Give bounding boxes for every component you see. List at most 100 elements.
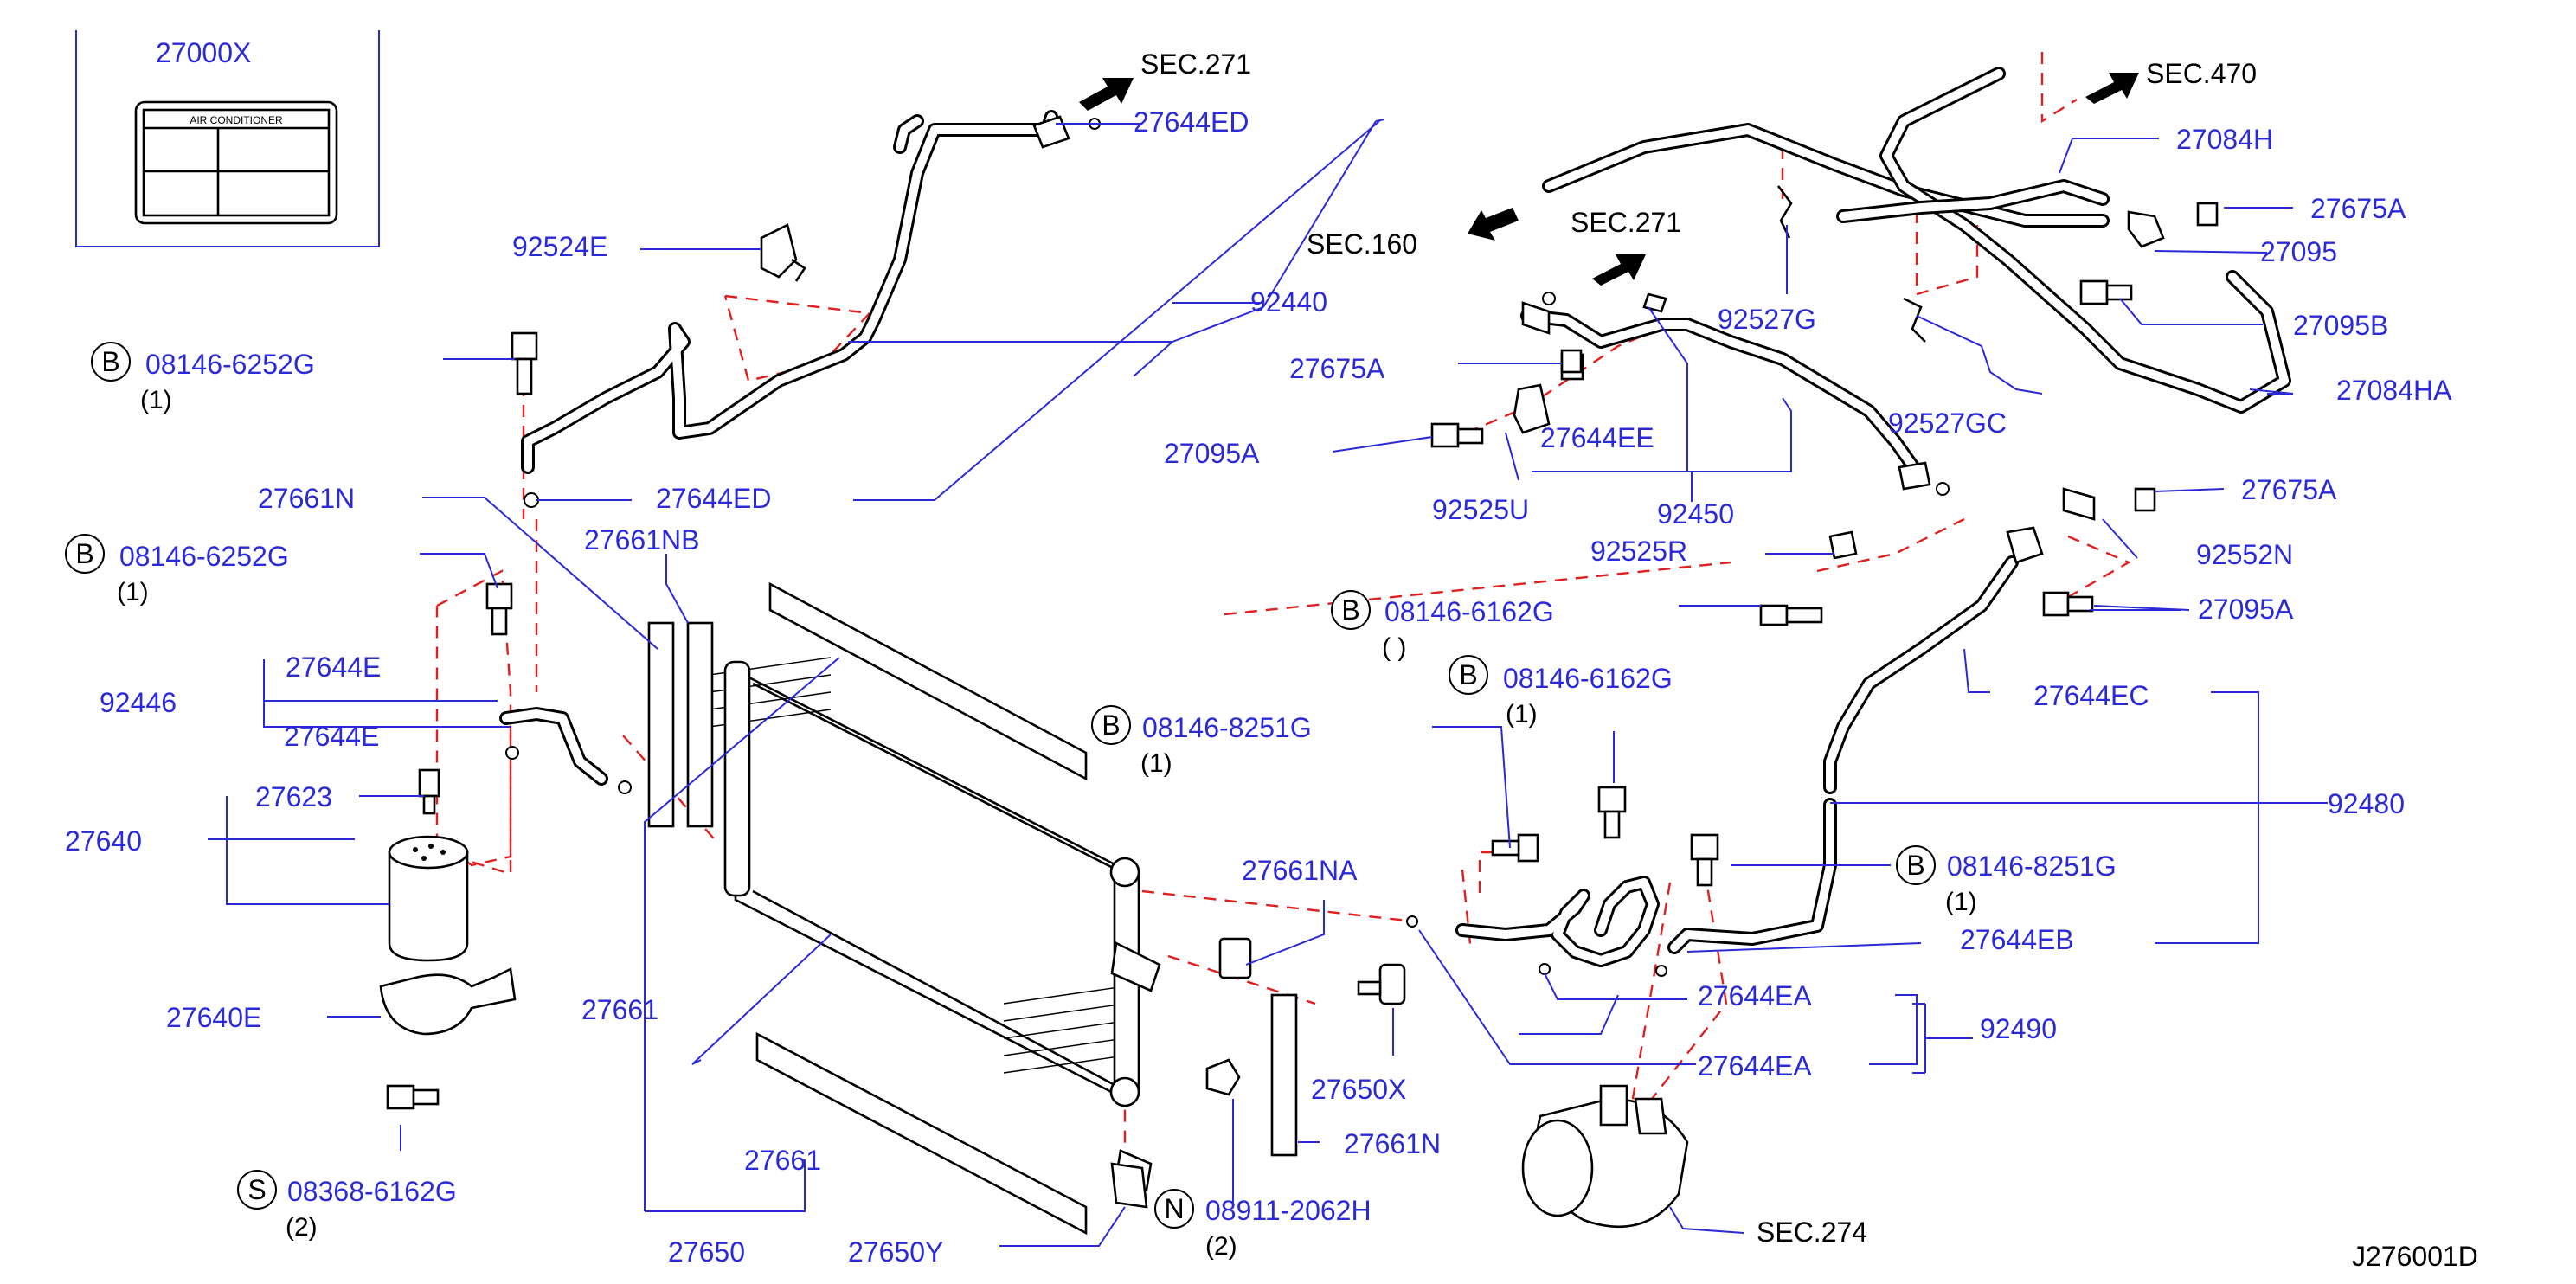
- clip-92524E: [760, 223, 806, 282]
- pipe-92480: [1667, 555, 2019, 954]
- part-27095A-right: 27095A: [2198, 594, 2294, 625]
- part-08146-6162G-partial: 08146-6162G: [1503, 663, 1673, 694]
- qty-2-a: (2): [286, 1213, 318, 1242]
- callout-b-4: B: [1331, 590, 1371, 630]
- callout-b-5: B: [1449, 655, 1488, 695]
- part-92527GC: 92527GC: [1888, 408, 2007, 439]
- part-08146-8251G-a: 08146-8251G: [1142, 712, 1312, 743]
- callout-n-1: N: [1154, 1189, 1194, 1229]
- sec-271-right: SEC.271: [1571, 207, 1681, 238]
- bolt-08146-8251G-a: [1491, 833, 1539, 863]
- part-27661NA: 27661NA: [1242, 855, 1358, 886]
- part-92527G: 92527G: [1718, 304, 1816, 335]
- part-92450: 92450: [1657, 498, 1734, 530]
- qty-1-c: (1): [1140, 749, 1172, 778]
- callout-b-6: B: [1896, 845, 1936, 885]
- compressor-sec274: [1521, 1084, 1689, 1229]
- fitting-27644ED-top: [1032, 115, 1101, 149]
- part-27644EE: 27644EE: [1540, 422, 1654, 453]
- part-27644EA-a: 27644EA: [1698, 980, 1812, 1011]
- part-27644ED-mid: 27644ED: [656, 483, 771, 514]
- part-08146-8251G-b: 08146-8251G: [1947, 851, 2117, 882]
- part-27650Y: 27650Y: [848, 1236, 943, 1268]
- pipe-92490: [1455, 876, 1660, 967]
- drawing-code: J276001D: [2352, 1241, 2478, 1272]
- sec-274: SEC.274: [1757, 1217, 1867, 1248]
- callout-s-1: S: [237, 1170, 277, 1210]
- pipe-27084H: [1542, 67, 2291, 414]
- part-92525R: 92525R: [1590, 536, 1687, 567]
- qty-1-d: (1): [1506, 700, 1538, 729]
- nut-08911-2062H: [1205, 1058, 1241, 1096]
- callout-b-2: B: [65, 534, 105, 574]
- bolt-08146-6162G: [1759, 604, 1823, 626]
- bracket-27650Y: [1110, 1162, 1148, 1209]
- callout-letter: S: [247, 1174, 266, 1205]
- qty-1-b: (1): [117, 578, 149, 607]
- sec-160: SEC.160: [1307, 228, 1417, 260]
- bolt-08146-6252G-a: [511, 331, 538, 395]
- label-card-title: AIR CONDITIONER: [190, 114, 283, 126]
- qty-2-b: (2): [1205, 1232, 1237, 1261]
- part-27675A-mid: 27675A: [1289, 353, 1385, 384]
- part-27644EA-b: 27644EA: [1698, 1050, 1812, 1082]
- part-92524E: 92524E: [512, 231, 607, 262]
- part-27084H: 27084H: [2176, 124, 2273, 155]
- part-92490: 92490: [1980, 1013, 2057, 1044]
- callout-letter: B: [1459, 659, 1477, 690]
- part-27095B: 27095B: [2293, 310, 2388, 341]
- sec-271-left: SEC.271: [1140, 48, 1251, 80]
- part-27644EC: 27644EC: [2033, 680, 2149, 711]
- bolt-08146-8251G-c: [1690, 833, 1719, 887]
- part-27650X: 27650X: [1311, 1074, 1406, 1105]
- pipe-92450: [1520, 309, 1924, 478]
- orings: [505, 292, 1950, 977]
- seal-27661NB: [647, 621, 714, 828]
- callout-letter: B: [1906, 850, 1924, 881]
- seal-27661N: [1218, 937, 1298, 1157]
- part-27640: 27640: [65, 825, 142, 857]
- qty-paren: ( ): [1382, 633, 1406, 662]
- callout-letter: B: [75, 538, 93, 569]
- part-27095: 27095: [2260, 236, 2337, 267]
- part-27650: 27650: [668, 1236, 745, 1268]
- inset-label-card: AIR CONDITIONER: [75, 30, 380, 247]
- callout-letter: B: [101, 346, 119, 377]
- part-27661-bottom: 27661: [744, 1145, 821, 1176]
- part-92525U: 92525U: [1432, 494, 1529, 525]
- part-08368-6162G: 08368-6162G: [287, 1176, 457, 1207]
- sec-arrows: [1079, 73, 2139, 286]
- part-27623: 27623: [255, 781, 332, 812]
- pipe-92446: [499, 707, 608, 786]
- part-08146-6252G-b: 08146-6252G: [119, 541, 289, 572]
- seal-27661: [755, 581, 1088, 1236]
- sec-470: SEC.470: [2146, 58, 2257, 89]
- part-27000X: 27000X: [156, 37, 251, 68]
- part-27644EB: 27644EB: [1960, 924, 2074, 955]
- part-27661NB: 27661NB: [584, 524, 699, 555]
- leader-lines: [208, 119, 2328, 1247]
- part-27661N-bottom: 27661N: [1344, 1128, 1441, 1159]
- part-08146-6252G-a: 08146-6252G: [145, 349, 315, 380]
- part-27084HA: 27084HA: [2336, 375, 2452, 406]
- callout-letter: B: [1341, 594, 1359, 626]
- callout-letter: B: [1102, 709, 1120, 741]
- callout-b-3: B: [1091, 705, 1131, 745]
- part-27675A-right: 27675A: [2241, 474, 2337, 505]
- part-27095A-left: 27095A: [1164, 438, 1260, 469]
- part-27661N-top: 27661N: [258, 483, 355, 514]
- condenser-27650: [709, 657, 1161, 1191]
- part-92440: 92440: [1250, 286, 1327, 318]
- sensor-27650X: [1357, 963, 1406, 1005]
- bolt-08146-6252G-b: [485, 582, 513, 636]
- part-27644E-partial: 27644E: [286, 652, 381, 683]
- pipe-92440: [521, 110, 1058, 474]
- receiver-drier-27640: [379, 768, 517, 1036]
- part-08146-6162G-a: 08146-6162G: [1384, 596, 1554, 627]
- qty-1-a: (1): [140, 386, 172, 414]
- callout-b-1: B: [91, 342, 131, 382]
- qty-1-e: (1): [1945, 888, 1977, 916]
- bolt-08146-8251G-b: [1597, 786, 1627, 839]
- fittings-right: [1430, 185, 2219, 617]
